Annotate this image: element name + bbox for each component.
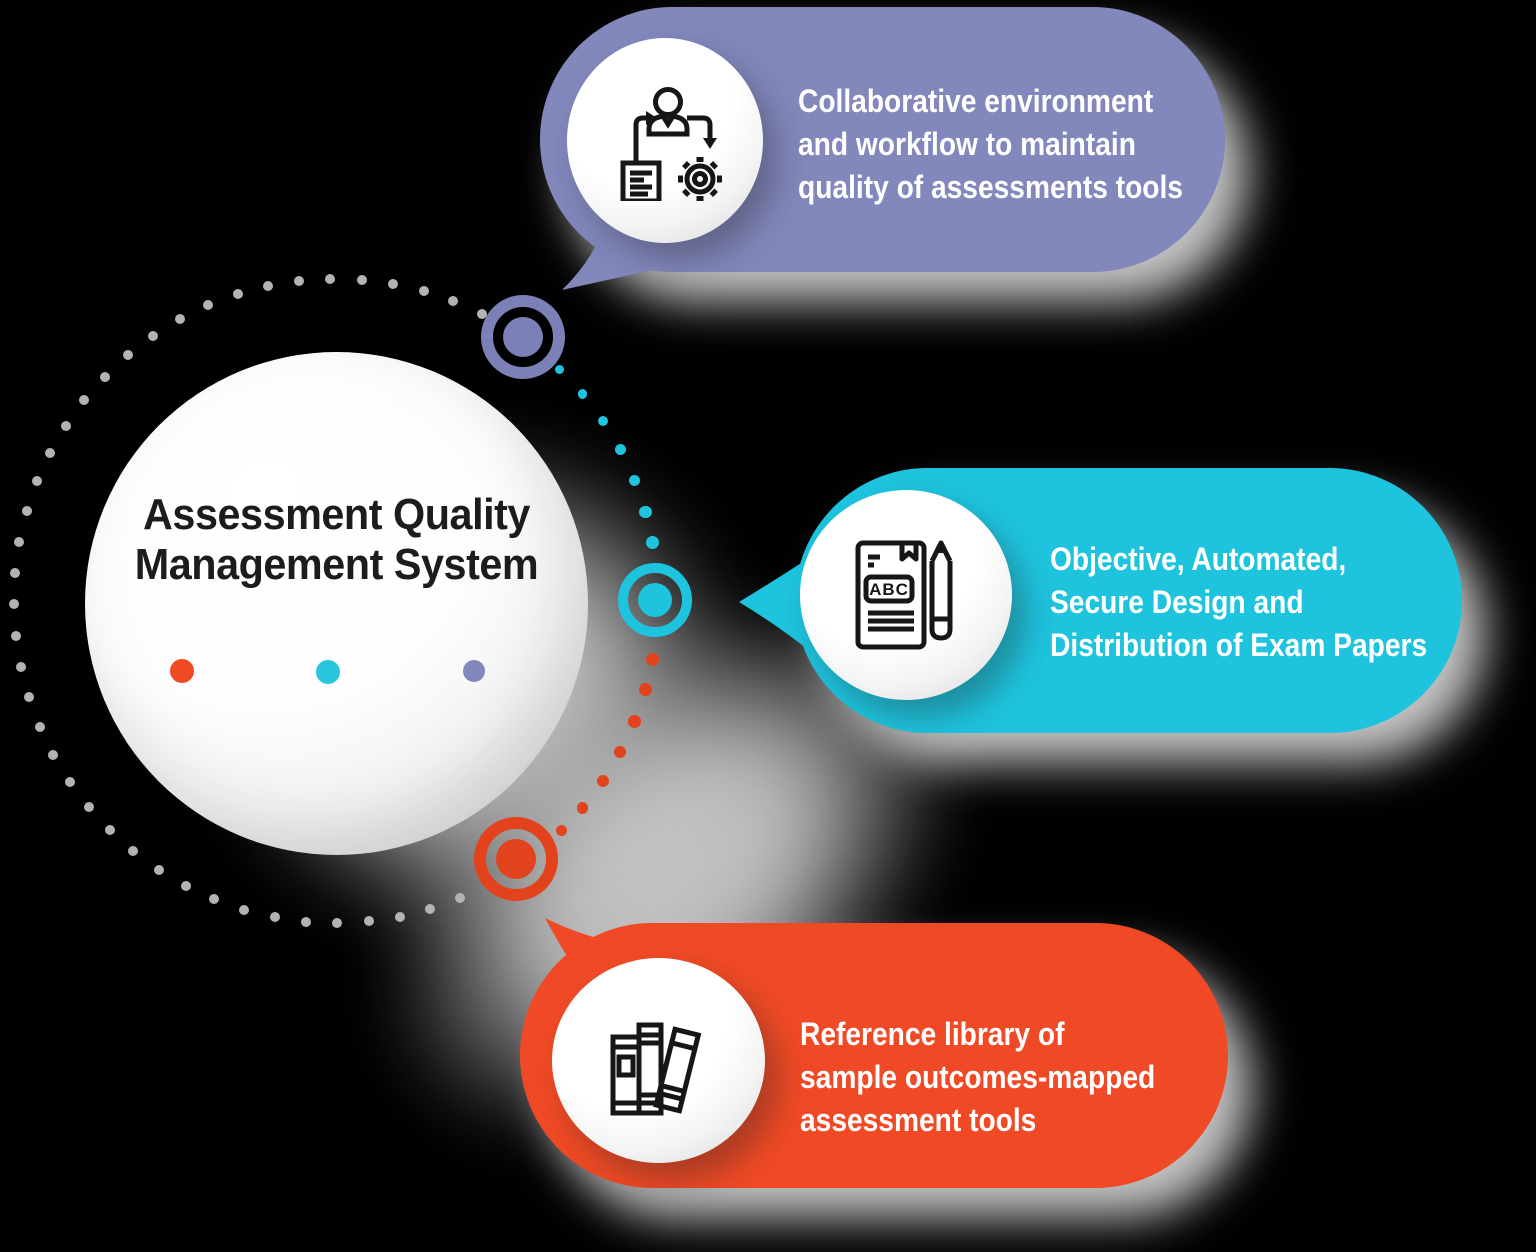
arc-dot xyxy=(454,893,465,904)
bubble-text-line: sample outcomes-mapped xyxy=(800,1059,1156,1095)
arc-dot xyxy=(64,776,75,787)
arc-dot xyxy=(45,447,56,458)
arc-dot xyxy=(128,846,139,857)
bubble-text-line: Objective, Automated, xyxy=(1050,541,1347,577)
arc-dot xyxy=(104,825,115,836)
title-line-1: Assessment Quality xyxy=(143,490,530,539)
arc-dot xyxy=(180,880,191,891)
arc-dot xyxy=(332,917,343,928)
arc-dot xyxy=(325,274,336,285)
bubble-collaborative-environment: Collaborative environment and workflow t… xyxy=(540,7,1225,290)
arc-dot xyxy=(32,476,43,487)
bubble-text-line: Reference library of xyxy=(800,1016,1065,1052)
red-ring-dot xyxy=(496,839,536,879)
bubble-text: Reference library of sample outcomes-map… xyxy=(800,1013,1155,1142)
person-workflow-gear-icon xyxy=(620,86,722,201)
gear-icon xyxy=(678,156,722,201)
bubble-tail xyxy=(545,918,664,1005)
arc-dot xyxy=(577,389,588,399)
arc-dot xyxy=(576,802,589,814)
arc-dot xyxy=(14,536,25,547)
arc-dot xyxy=(614,444,626,456)
arc-dot xyxy=(9,599,20,610)
bubble-text-line: Distribution of Exam Papers xyxy=(1050,627,1428,663)
arc-dot xyxy=(555,364,565,374)
bubble-exam-design: ABC Objective, Automated, Secure Design … xyxy=(739,468,1462,733)
arc-dot xyxy=(174,314,185,325)
center-dot-purple xyxy=(463,660,485,682)
red-ring-marker xyxy=(474,817,558,901)
arc-dot xyxy=(597,415,608,426)
arc-dot xyxy=(614,746,627,759)
icon-sphere: ABC xyxy=(800,490,1012,700)
purple-ring-marker xyxy=(481,295,565,379)
cyan-ring-dot xyxy=(638,583,672,617)
arc-dot xyxy=(239,904,249,915)
arc-dot xyxy=(448,296,459,307)
arc-dot xyxy=(300,916,311,927)
arc-dot xyxy=(269,912,280,923)
purple-ring-dot xyxy=(503,317,543,357)
bubble-tail xyxy=(562,225,666,290)
arc-dot xyxy=(21,506,32,517)
bubble-text-line: assessment tools xyxy=(800,1102,1037,1138)
arc-dot xyxy=(293,276,304,287)
arc-dot xyxy=(425,903,436,914)
arc-dot xyxy=(232,289,243,300)
arc-dot xyxy=(628,715,641,728)
arc-dot xyxy=(153,864,164,875)
bubble-tail xyxy=(739,552,818,658)
bubble-text: Collaborative environment and workflow t… xyxy=(798,80,1183,209)
bubble-text: Objective, Automated, Secure Design and … xyxy=(1050,538,1427,667)
arc-dot xyxy=(209,894,220,905)
arc-dot xyxy=(363,916,374,927)
exam-paper-pencil-icon: ABC xyxy=(855,540,953,650)
center-dot-red xyxy=(170,659,194,683)
arc-dot xyxy=(34,721,45,732)
central-circle: Assessment Quality Management System xyxy=(85,352,588,855)
bubble-text-line: Collaborative environment xyxy=(798,83,1154,119)
bubble-text-line: Secure Design and xyxy=(1050,584,1304,620)
arc-dot xyxy=(556,825,568,837)
arc-dot xyxy=(477,309,488,320)
arc-dot xyxy=(48,750,59,761)
arc-dot xyxy=(596,775,609,788)
arc-dot xyxy=(262,281,273,292)
arc-dot xyxy=(203,300,214,311)
arc-dot xyxy=(645,535,660,550)
center-dot-cyan xyxy=(316,660,340,684)
title-line-2: Management System xyxy=(134,540,539,589)
arc-dot xyxy=(394,911,405,922)
arc-dot xyxy=(123,350,134,361)
arc-dot xyxy=(639,683,653,697)
bubble-reference-library: Reference library of sample outcomes-map… xyxy=(520,918,1228,1188)
arc-dot xyxy=(628,474,641,487)
books-icon xyxy=(610,1022,701,1115)
arc-dot xyxy=(100,371,111,382)
arc-dot xyxy=(23,692,34,703)
arc-dot xyxy=(79,395,90,406)
cyan-ring-marker xyxy=(618,563,692,637)
icon-sphere xyxy=(552,958,765,1163)
bubble-text-line: and workflow to maintain xyxy=(798,126,1136,162)
arc-dot xyxy=(639,505,652,519)
arc-dot xyxy=(83,802,94,813)
arc-dot xyxy=(148,330,159,341)
arc-dot xyxy=(10,567,21,578)
page-title: Assessment Quality Management System xyxy=(100,490,573,590)
arc-dot xyxy=(10,630,21,641)
arc-dot xyxy=(15,661,26,672)
abc-label: ABC xyxy=(869,580,909,599)
bubble-text-line: quality of assessments tools xyxy=(798,169,1183,205)
arc-dot xyxy=(388,279,399,290)
arc-dot xyxy=(60,420,71,431)
arc-dot xyxy=(418,286,429,297)
arc-dot xyxy=(356,275,367,286)
arc-dot xyxy=(645,652,660,667)
icon-sphere xyxy=(567,38,763,243)
